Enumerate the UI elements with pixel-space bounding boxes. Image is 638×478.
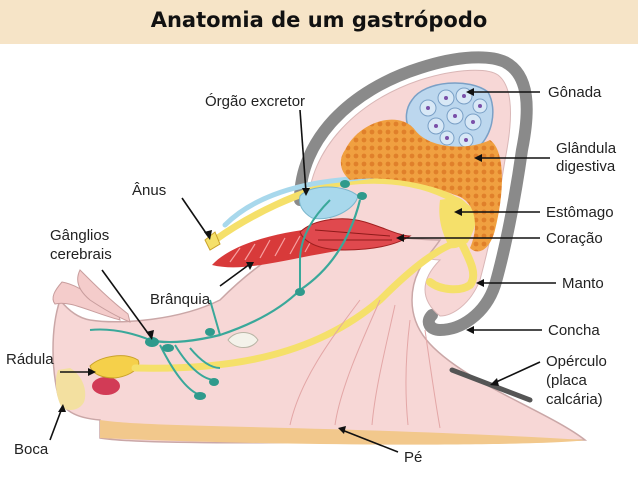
title-band: [0, 0, 638, 44]
foot-muscle-lines: [289, 299, 441, 429]
label-boca: Boca: [14, 441, 49, 458]
lip: [55, 368, 86, 410]
stomach: [439, 198, 476, 249]
label-ganglios-line1: Gânglios: [50, 227, 109, 244]
nerve-cord-visceral: [209, 199, 331, 336]
label-pe: Pé: [404, 449, 422, 466]
label-estomago: Estômago: [546, 204, 614, 221]
label-coracao: Coração: [546, 230, 603, 247]
shell: [294, 51, 533, 337]
label-operculo-line3: calcária): [546, 391, 603, 408]
heart-striations: [314, 229, 392, 241]
diagram-title: Anatomia de um gastrópodo: [150, 8, 488, 32]
pointer-lines: [49, 91, 556, 453]
label-gonada: Gônada: [548, 84, 602, 101]
label-radula: Rádula: [6, 351, 54, 368]
label-ganglios-line2: cerebrais: [50, 246, 112, 263]
heart: [299, 218, 412, 251]
label-concha: Concha: [548, 322, 600, 339]
label-anus: Ânus: [132, 182, 166, 199]
tentacle-long: [77, 269, 131, 323]
label-orgao-excretor: Órgão excretor: [205, 93, 305, 110]
gonad-nuclei: [426, 94, 482, 142]
gonad-follicles: [419, 87, 488, 148]
nerve-cord-main: [149, 199, 362, 344]
nerve-tentacle: [89, 328, 151, 341]
digestive-gland: [340, 119, 502, 252]
label-glandula-line2: digestiva: [556, 158, 616, 175]
intestine-loop: [426, 236, 478, 294]
pointer-arrowheads: [58, 88, 499, 434]
label-glandula-line1: Glândula: [556, 140, 617, 157]
label-branquia: Brânquia: [150, 291, 211, 308]
mouth: [92, 377, 120, 395]
ganglia: [145, 180, 367, 400]
excretor-organ: [299, 186, 359, 220]
statocyst: [227, 332, 259, 348]
anus: [204, 231, 221, 251]
radula: [89, 355, 140, 379]
label-manto: Manto: [562, 275, 604, 292]
label-operculo-line2: (placa: [546, 372, 588, 389]
label-operculo-line1: Opérculo: [546, 353, 607, 370]
